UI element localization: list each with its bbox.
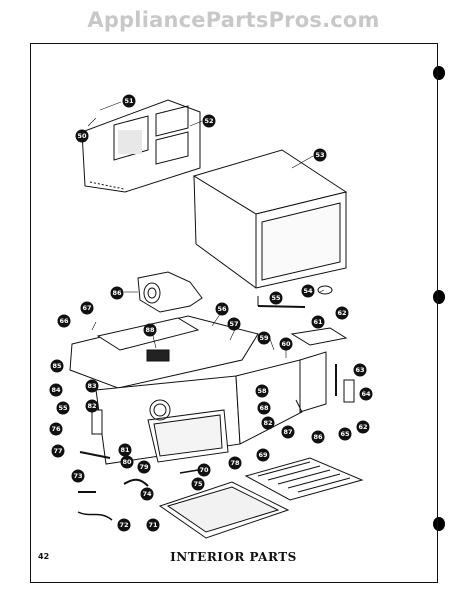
callout-68 [257,401,271,415]
callout-77 [51,444,65,458]
callout-76-left [49,422,63,436]
watermark: AppliancePartsPros.com [87,8,380,32]
page-number: 42 [38,552,50,561]
callout-label: 77 [53,447,62,455]
callout-label: 81 [120,446,130,454]
callout-label: 55 [271,294,281,302]
callout-51 [122,94,136,108]
callout-88 [143,323,157,337]
binder-hole-bottom [433,517,445,531]
callout-71 [146,518,160,532]
callout-label: 65 [340,430,350,438]
back-panel [81,99,201,193]
callout-label: 82 [87,402,96,410]
callout-label: 60 [281,340,291,348]
callout-label: 74 [142,490,152,498]
callout-52 [202,114,216,128]
callout-label: 83 [87,382,96,390]
callout-58 [255,384,269,398]
callout-73 [71,469,85,483]
callout-83 [85,379,99,393]
callout-72 [117,518,131,532]
callout-label: 53 [315,151,324,159]
callout-label: 70 [199,466,209,474]
callout-label: 55 [58,404,68,412]
callout-label: 50 [77,132,87,140]
callout-60 [279,337,293,351]
callout-label: 69 [258,451,268,459]
callout-label: 86 [112,289,122,297]
callout-70 [197,463,211,477]
callout-55-lower [56,401,70,415]
diagram-frame [30,43,438,583]
oven-body [69,315,355,465]
callout-85 [50,359,64,373]
callout-84 [49,383,63,397]
callout-label: 56 [217,305,227,313]
callout-67 [80,301,94,315]
callout-label: 52 [204,117,213,125]
callout-65 [338,427,352,441]
callout-55 [269,291,283,305]
callout-label: 59 [259,334,269,342]
blower-housing [137,271,203,313]
callout-54 [301,284,315,298]
binder-hole-top [433,66,445,80]
callout-label: 51 [124,97,134,105]
callout-61 [311,315,325,329]
callout-62-lower [356,420,370,434]
callout-74 [140,487,154,501]
callout-label: 84 [51,386,61,394]
binder-hole-middle [433,290,445,304]
callout-label: 66 [59,317,69,325]
oven-rack [244,457,364,501]
callout-label: 57 [229,320,238,328]
callout-56 [215,302,229,316]
callout-label: 76 [51,425,61,433]
callout-label: 61 [313,318,323,326]
callout-label: 78 [230,459,240,467]
callout-label: 82 [263,419,272,427]
callout-label: 62 [337,309,346,317]
callout-label: 80 [122,458,132,466]
callout-80 [120,455,134,469]
callout-59 [257,331,271,345]
callout-label: 88 [145,326,155,334]
callout-label: 64 [361,390,371,398]
callout-82-right [261,416,275,430]
callout-66 [57,314,71,328]
callout-86-lower [311,430,325,444]
callout-label: 62 [358,423,367,431]
callout-label: 58 [257,387,267,395]
callout-79 [137,460,151,474]
diagram-title: INTERIOR PARTS [170,550,297,564]
callout-75 [191,477,205,491]
callout-82 [85,399,99,413]
outer-cabinet [192,149,348,289]
callout-86 [110,286,124,300]
callout-label: 67 [82,304,91,312]
callout-53 [313,148,327,162]
callout-50 [75,129,89,143]
callout-87 [281,425,295,439]
callout-label: 54 [303,287,313,295]
callout-label: 71 [148,521,158,529]
callout-label: 87 [283,428,292,436]
callout-label: 73 [73,472,82,480]
callout-label: 63 [355,366,364,374]
callout-label: 86 [313,433,323,441]
callout-78 [228,456,242,470]
callout-label: 72 [119,521,128,529]
callout-label: 75 [193,480,203,488]
callout-label: 68 [259,404,269,412]
callout-63 [353,363,367,377]
callout-69 [256,448,270,462]
callout-label: 79 [139,463,149,471]
callout-64 [359,387,373,401]
callout-62 [335,306,349,320]
callout-57 [227,317,241,331]
callout-label: 85 [52,362,62,370]
